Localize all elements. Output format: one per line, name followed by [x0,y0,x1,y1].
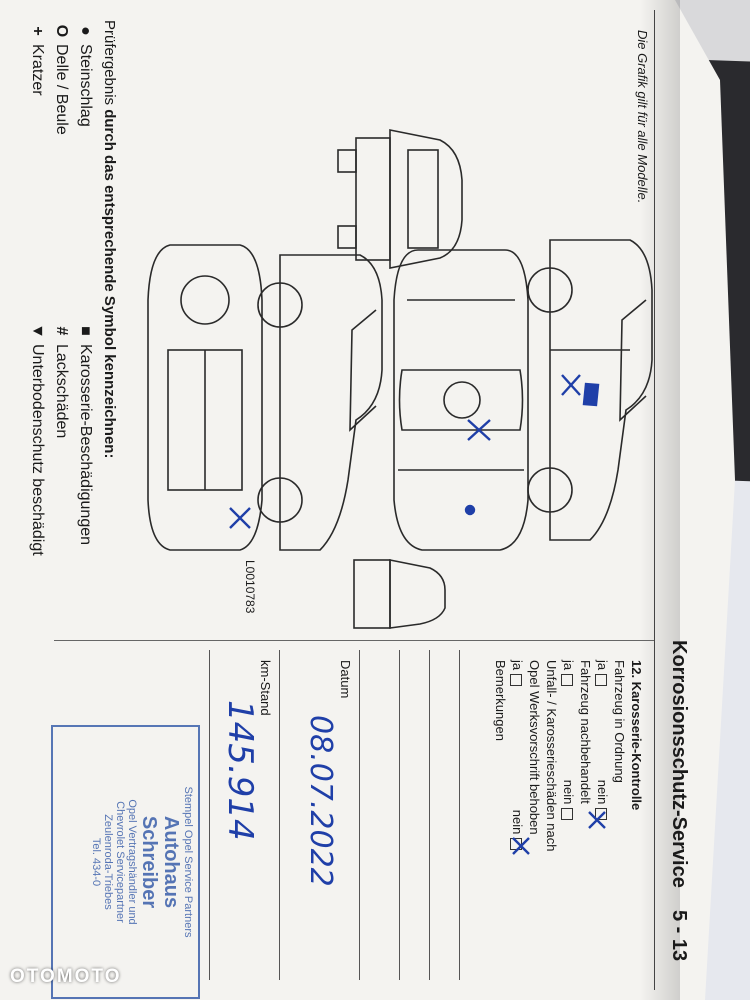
legend-label: Unterbodenschutz beschädigt [29,344,46,556]
legend-item-4: # Lackschäden [52,318,70,439]
stamp-line-4: Opel Vertragshändler und [126,799,138,925]
column-divider [54,640,654,641]
handwritten-damage-marks [229,374,600,529]
car-underbody-view [147,244,263,551]
page-header-title: Korrosionsschutz-Service [668,640,690,888]
legend-item-3: O Delle / Beule [52,18,70,135]
scratch-symbol: + [29,26,46,36]
paint-damage-symbol: # [53,326,70,336]
legend-title-prefix: Prüfergebnis [101,20,118,110]
handwritten-km: 145.914 [220,700,260,841]
dent-symbol: O [53,24,70,38]
otomoto-watermark: OTOMOTO [10,966,122,987]
km-line [209,650,210,980]
car-top-view [393,249,529,551]
remarks-line-2 [429,650,430,980]
car-front-view [337,129,463,269]
car-rear-view [353,559,446,629]
legend-item-1: ● Steinschlag [76,18,94,127]
stamp-line-3: Schreiber [138,815,160,909]
stamp-line-2: Autohaus [160,815,182,909]
remarks-line-3 [399,650,400,980]
stamp-line-5: Chevrolet Servicepartner [114,801,126,923]
remarks-line-1 [459,650,460,980]
stamp-line-7: Tel. 434-0 [90,837,102,887]
car-side-view-left [527,239,653,541]
page-number: 5 - 13 [668,910,690,962]
legend-label: Karosserie-Beschädigungen [77,344,94,546]
legend-item-6: ▼ Unterbodenschutz beschädigt [28,318,46,556]
legend-item-5: + Kratzer [28,18,46,96]
legend-item-2: ■ Karosserie-Beschädigungen [76,318,94,545]
handwritten-checkmarks [512,811,606,855]
stone-chip-symbol: ● [77,26,94,36]
rotated-document: Korrosionsschutz-Service 5 - 13 Die Graf… [28,10,690,999]
legend-label: Lackschäden [53,344,70,439]
body-damage-symbol: ■ [77,326,94,336]
date-label: Datum [338,660,353,699]
page-edge-shadow [640,0,680,1000]
legend-label: Kratzer [29,44,46,96]
legend-label: Steinschlag [77,44,94,127]
legend-title-bold: durch das entsprechende Symbol kennzeich… [101,109,118,459]
stamp-line-1: Stempel Opel Service Partners [182,786,194,938]
stamp-line-6: Zeulenroda-Triebes [102,814,114,910]
legend-title: Prüfergebnis durch das entsprechende Sym… [101,20,118,458]
underbody-damage-symbol: ▼ [29,323,46,339]
car-damage-diagram [147,129,653,629]
dealer-stamp: Stempel Opel Service Partners Autohaus S… [51,725,200,999]
date-line [279,650,280,980]
handwritten-date: 08.07.2022 [303,715,338,887]
car-side-view-right [257,254,383,551]
date-line-top [359,650,360,980]
legend-label: Delle / Beule [53,44,70,135]
